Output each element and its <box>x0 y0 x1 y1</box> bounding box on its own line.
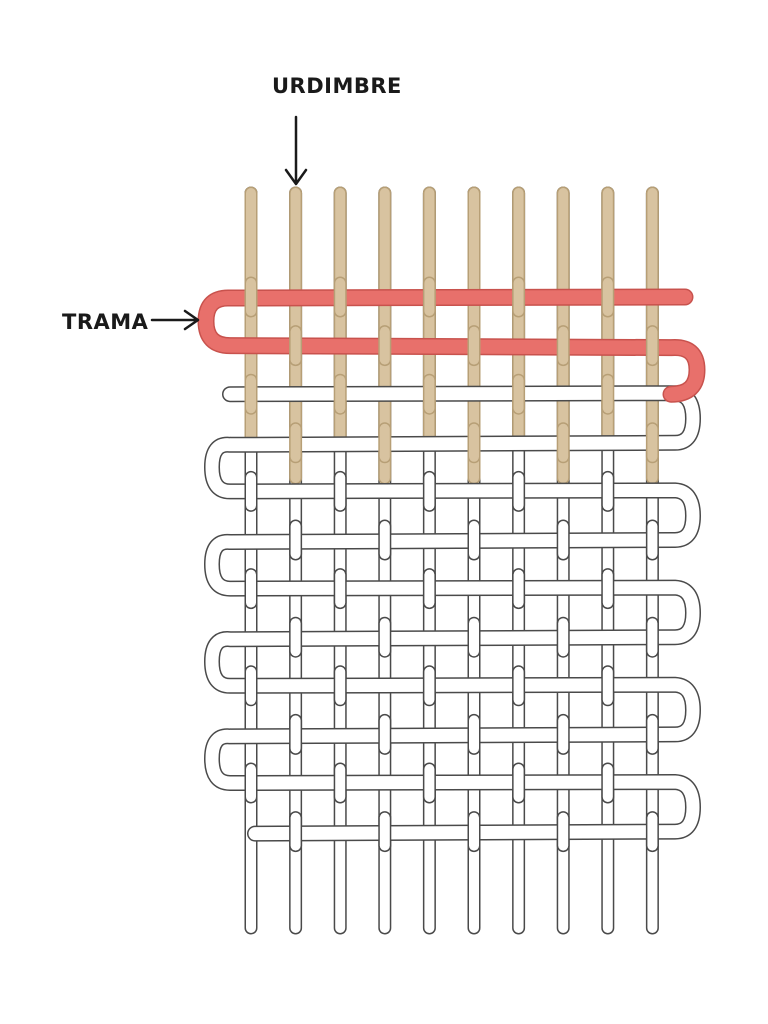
weft-threads <box>197 288 706 842</box>
weft-arrow-icon <box>150 309 200 331</box>
weft-label-group: TRAMA <box>62 309 200 334</box>
warp-over-segments <box>244 276 659 853</box>
weft-thread-highlight <box>199 290 704 402</box>
warp-arrow-icon <box>284 115 308 186</box>
warp-label-group: URDIMBRE <box>272 74 402 186</box>
weft-thread-outline <box>204 385 701 842</box>
warp-label: URDIMBRE <box>272 74 402 98</box>
weft-label: TRAMA <box>62 310 149 334</box>
weft-thread <box>205 386 700 841</box>
